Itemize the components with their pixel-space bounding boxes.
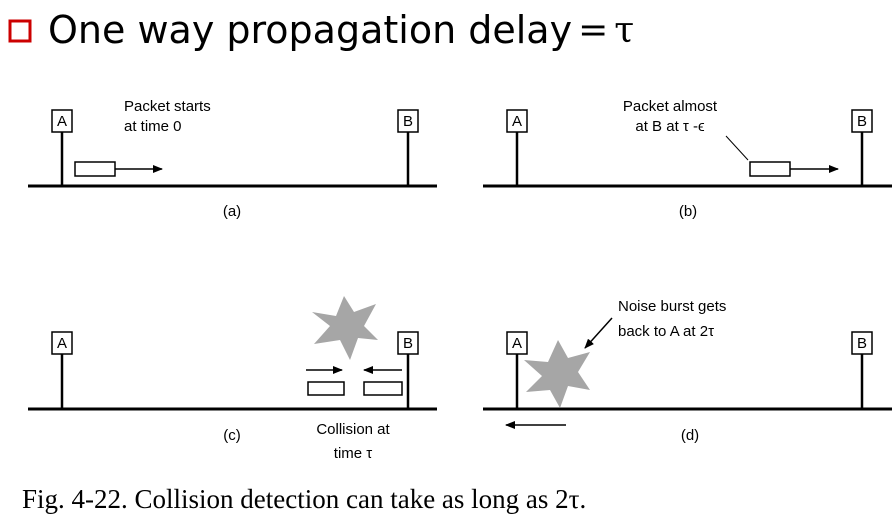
- pointer-line: [725, 135, 749, 161]
- note-line-1: Packet starts: [124, 98, 211, 115]
- station-b-label: B: [857, 113, 867, 130]
- station-b-label: B: [857, 335, 867, 352]
- heading-equals: =: [578, 9, 609, 51]
- note-line-1: Noise burst gets: [618, 298, 726, 315]
- note-line-2: time τ: [334, 445, 373, 462]
- noise-burst-icon: [312, 296, 378, 360]
- station-b-label: B: [403, 113, 413, 130]
- pointer-arrow: [584, 317, 613, 349]
- note-line-1: Collision at: [316, 421, 390, 438]
- station-a-box: [506, 109, 528, 133]
- panel-label: (d): [681, 427, 699, 444]
- slide-heading: One way propagation delay = τ: [8, 2, 634, 58]
- panel-d: A B Noise burst gets back to A at 2τ (d): [483, 298, 892, 444]
- panel-label: (b): [679, 203, 697, 220]
- panel-label: (a): [223, 203, 241, 220]
- station-b-box: [851, 331, 873, 355]
- packet-from-a: [307, 381, 345, 396]
- note-line-2: back to A at 2τ: [618, 323, 714, 340]
- station-b-box: [397, 109, 419, 133]
- note-line-2: at B at τ -ϵ: [635, 118, 705, 135]
- panel-b: A B Packet almost at B at τ -ϵ (b): [483, 98, 892, 220]
- note-line-2: at time 0: [124, 118, 182, 135]
- heading-tau-symbol: τ: [614, 9, 635, 51]
- note-line-1: Packet almost: [623, 98, 718, 115]
- station-b-label: B: [403, 335, 413, 352]
- station-b-box: [851, 109, 873, 133]
- station-b-box: [397, 331, 419, 355]
- station-a-label: A: [57, 113, 67, 130]
- station-a-label: A: [512, 335, 522, 352]
- noise-burst-icon: [524, 340, 590, 408]
- station-a-box: [506, 331, 528, 355]
- panel-label: (c): [223, 427, 241, 444]
- panel-c: A B (c) Collision at time τ: [28, 296, 437, 462]
- station-a-label: A: [512, 113, 522, 130]
- figure-caption: Fig. 4-22. Collision detection can take …: [22, 484, 587, 514]
- panel-a: A B Packet starts at time 0 (a): [28, 98, 437, 220]
- packet: [74, 161, 116, 177]
- packet-from-b: [363, 381, 403, 396]
- station-a-label: A: [57, 335, 67, 352]
- station-a-box: [51, 109, 73, 133]
- checkbox-bullet-icon: [8, 19, 32, 43]
- station-a-box: [51, 331, 73, 355]
- packet: [749, 161, 791, 177]
- heading-text: One way propagation delay: [48, 8, 573, 52]
